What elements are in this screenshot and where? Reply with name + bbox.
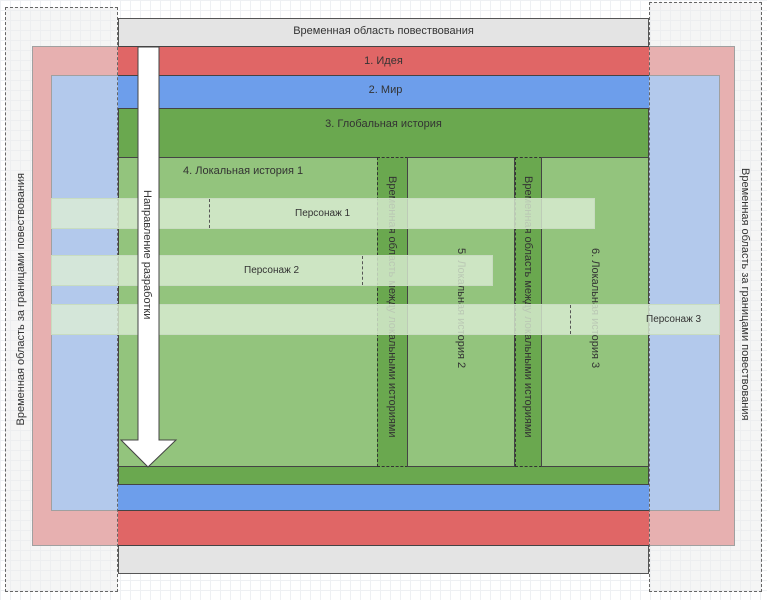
development-arrow-label: Направление разработки bbox=[141, 190, 153, 320]
global-story-label: 3. Глобальная история bbox=[325, 118, 442, 130]
character-3-bar: Персонаж 3 bbox=[51, 304, 720, 335]
world-label: 2. Мир bbox=[368, 84, 403, 96]
character-2-bar: Персонаж 2 bbox=[51, 255, 493, 286]
character-2-marker bbox=[362, 256, 363, 285]
character-3-label: Персонаж 3 bbox=[646, 314, 702, 325]
character-2-label: Персонаж 2 bbox=[244, 265, 300, 276]
character-1-label: Персонаж 1 bbox=[295, 208, 351, 219]
local-story-1-label: 4. Локальная история 1 bbox=[183, 165, 304, 177]
outside-area-right-label: Временная область за границами повествов… bbox=[739, 168, 751, 421]
outside-area-right: Временная область за границами повествов… bbox=[649, 2, 762, 592]
narrative-time-label: Временная область повествования bbox=[293, 25, 474, 37]
outside-area-left: Временная область за границами повествов… bbox=[5, 7, 118, 592]
character-1-marker bbox=[209, 199, 210, 228]
character-3-marker bbox=[570, 305, 571, 334]
idea-label: 1. Идея bbox=[364, 55, 403, 67]
